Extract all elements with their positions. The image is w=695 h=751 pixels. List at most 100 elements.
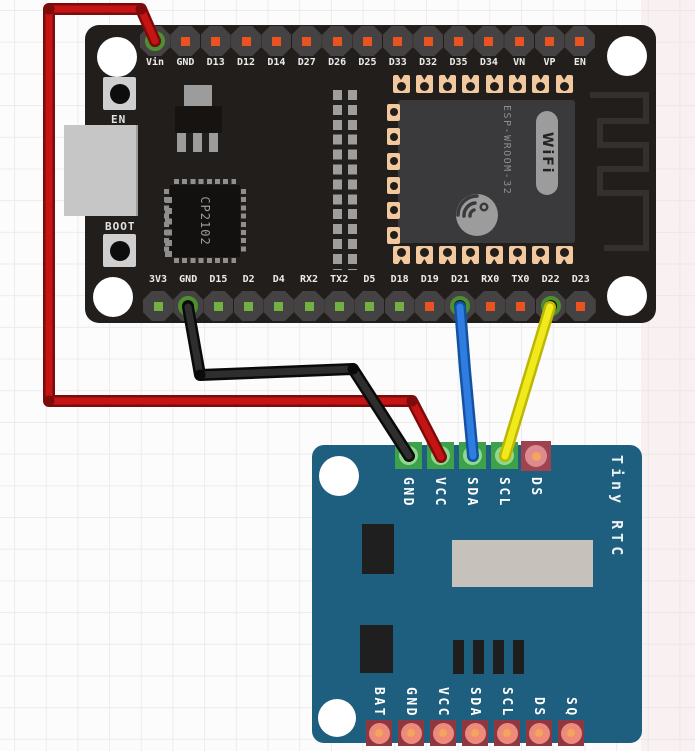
- pin-pad: [213, 301, 223, 311]
- boot-button[interactable]: [103, 234, 136, 267]
- pin-label: D26: [328, 57, 347, 68]
- module-pad: [439, 75, 457, 93]
- esp32-pin-d27[interactable]: D27: [291, 26, 322, 68]
- esp32-pin-3v3[interactable]: 3V3: [143, 274, 173, 321]
- pin-label: D35: [449, 57, 468, 68]
- esp-wroom-32-label: ESP-WROOM-32: [501, 105, 512, 196]
- pin-pad: [332, 36, 342, 46]
- via-column-double: [333, 90, 342, 270]
- esp32-pin-rx2[interactable]: RX2: [294, 274, 324, 321]
- wire-bendpoint[interactable]: [135, 3, 147, 15]
- wire-bendpoint[interactable]: [194, 369, 206, 381]
- pin-label: RX0: [481, 274, 500, 285]
- esp32-pin-d35[interactable]: D35: [443, 26, 474, 68]
- module-pad: [392, 75, 410, 93]
- esp32-pin-d4[interactable]: D4: [263, 274, 294, 321]
- chip-pins: [174, 179, 236, 184]
- battery-holder: [452, 540, 593, 587]
- esp32-pin-tx2[interactable]: TX2: [324, 274, 355, 321]
- pin-pad: [211, 36, 221, 46]
- tiny-rtc-board[interactable]: Tiny RTC: [312, 445, 642, 743]
- esp32-pin-d2[interactable]: D2: [233, 274, 264, 321]
- pin-label: D14: [267, 57, 286, 68]
- esp32-pin-d33[interactable]: D33: [382, 26, 413, 68]
- pin-label: D4: [272, 274, 285, 285]
- antenna-icon: [590, 92, 649, 251]
- pin-label: TX0: [511, 274, 530, 285]
- module-pad: [387, 177, 400, 195]
- pin-pad: [454, 36, 463, 46]
- wire-red-outline: [43, 3, 447, 463]
- pin-label: D12: [237, 57, 256, 68]
- chip-pins: [174, 258, 236, 263]
- wire-bendpoint[interactable]: [347, 363, 359, 375]
- wire-red[interactable]: [45, 5, 445, 461]
- module-pad: [387, 226, 400, 244]
- esp32-pin-rx0[interactable]: RX0: [475, 274, 506, 321]
- pin-pad: [484, 36, 494, 46]
- pin-label: D13: [206, 57, 225, 68]
- esp32-pin-tx0[interactable]: TX0: [505, 274, 536, 321]
- esp32-pin-d18[interactable]: D18: [384, 274, 415, 321]
- wire-black[interactable]: [184, 303, 413, 460]
- wire-blue[interactable]: [456, 303, 477, 460]
- esp32-pin-vp[interactable]: VP: [534, 26, 565, 68]
- module-pad: [485, 75, 503, 93]
- boot-button-label: BOOT: [105, 220, 136, 233]
- pin-label: D32: [419, 57, 438, 68]
- esp32-pin-d5[interactable]: D5: [354, 274, 385, 321]
- mounting-hole: [607, 36, 647, 76]
- pin-label: GND: [179, 274, 198, 285]
- pin-label: D33: [388, 57, 407, 68]
- pin-pad: [364, 301, 374, 311]
- pin-pad: [334, 301, 344, 311]
- wifi-logo-label: WiFi: [539, 131, 555, 175]
- esp32-pin-d25[interactable]: D25: [352, 26, 383, 68]
- wire-bendpoint[interactable]: [43, 3, 55, 15]
- wire-bendpoint[interactable]: [43, 395, 55, 407]
- module-pad: [509, 246, 526, 264]
- pin-label: D5: [363, 274, 376, 285]
- esp32-pin-en[interactable]: EN: [564, 26, 595, 68]
- esp32-pin-d26[interactable]: D26: [322, 26, 353, 68]
- usb-connector: [64, 125, 138, 216]
- esp32-pin-d13[interactable]: D13: [200, 26, 231, 68]
- pin-label: D22: [541, 274, 560, 285]
- module-pad: [462, 75, 480, 93]
- esp32-pin-d14[interactable]: D14: [261, 26, 292, 68]
- esp32-pin-vn[interactable]: VN: [504, 26, 535, 68]
- resistor-bars: [453, 640, 524, 674]
- esp32-pin-d19[interactable]: D19: [414, 274, 445, 321]
- pin-label: D34: [479, 57, 498, 68]
- pin-pad: [545, 36, 555, 46]
- module-pad: [387, 128, 400, 146]
- module-pad: [532, 246, 550, 264]
- esp32-pin-d12[interactable]: D12: [231, 26, 262, 68]
- pin-pad: [393, 36, 403, 46]
- wire-yellow[interactable]: [501, 303, 554, 460]
- pin-pad: [304, 301, 314, 311]
- module-pad: [485, 246, 503, 264]
- module-pad: [415, 246, 433, 264]
- rtc-ic: [360, 625, 393, 673]
- en-button[interactable]: [103, 77, 136, 110]
- wire-bendpoint[interactable]: [406, 395, 418, 407]
- esp32-pin-d32[interactable]: D32: [413, 26, 444, 68]
- esp32-pin-d34[interactable]: D34: [473, 26, 504, 68]
- esp32-pin-d23[interactable]: D23: [565, 274, 596, 321]
- pin-pad: [576, 301, 586, 311]
- pin-pad: [575, 36, 585, 46]
- mounting-hole: [318, 699, 356, 737]
- esp32-pin-gnd[interactable]: GND: [170, 26, 201, 68]
- pin-label: VN: [513, 57, 526, 68]
- pin-pad: [180, 36, 190, 46]
- pin-label: EN: [573, 57, 586, 68]
- module-pad: [392, 246, 410, 264]
- esp32-board[interactable]: EN BOOT CP2102 ESP-WROOM-32 WiFi: [64, 25, 656, 323]
- module-pad: [387, 152, 400, 170]
- esp32-pin-d15[interactable]: D15: [203, 274, 234, 321]
- voltage-regulator-legs: [177, 133, 220, 152]
- pin-label: VP: [543, 57, 556, 68]
